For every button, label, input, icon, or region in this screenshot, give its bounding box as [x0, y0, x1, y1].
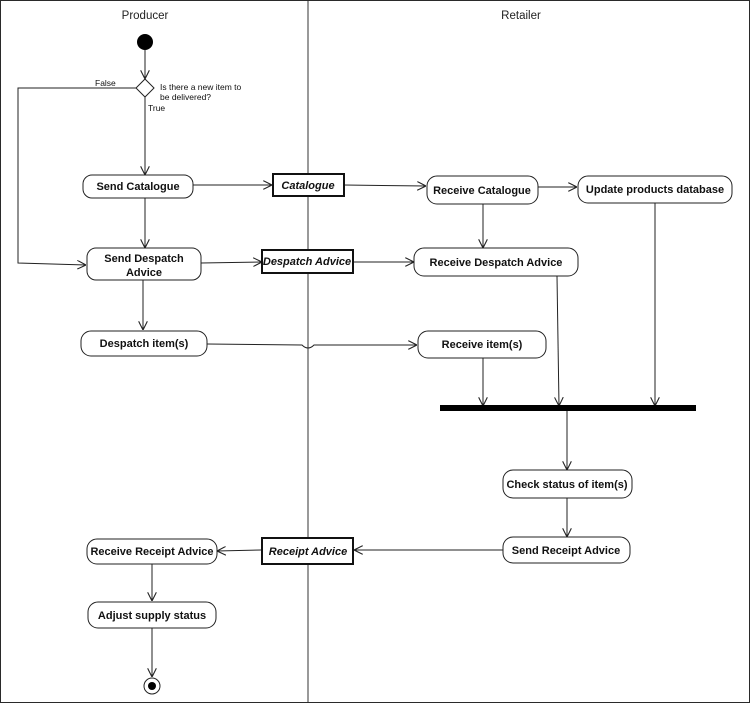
activity-receive-despatch-label: Receive Despatch Advice [430, 257, 563, 269]
activity-update-products-database [577, 175, 733, 204]
activity-receive-items-label: Receive item(s) [442, 339, 523, 351]
sync-bar [440, 405, 696, 411]
decision-node [135, 78, 155, 98]
object-catalogue-label: Catalogue [281, 180, 334, 192]
lane-retailer-label: Retailer [501, 10, 541, 22]
flow-receive-despatch-to-bar [557, 275, 559, 406]
activity-receive-receipt-label: Receive Receipt Advice [90, 546, 213, 558]
decision-false-label: False [95, 78, 116, 88]
activity-send-receipt-advice [502, 536, 631, 564]
activity-receive-catalogue [426, 175, 539, 205]
activity-send-despatch-label-line1: Send Despatch [104, 253, 184, 265]
flow-despatch-to-object [200, 262, 262, 263]
activity-send-receipt-label: Send Receipt Advice [512, 545, 620, 557]
object-despatch-advice [261, 249, 354, 274]
activity-check-status [502, 469, 633, 499]
activity-send-catalogue [82, 174, 194, 199]
activity-send-despatch-advice [86, 247, 202, 281]
activity-check-status-label: Check status of item(s) [506, 479, 627, 491]
initial-node [137, 34, 153, 50]
flow-despatch-items-to-receive [206, 344, 417, 348]
activity-send-despatch-label-line2: Advice [126, 267, 162, 279]
flow-object-to-receive-receipt [217, 550, 262, 551]
activity-despatch-items-label: Despatch item(s) [100, 338, 189, 350]
object-receipt-advice [261, 537, 354, 565]
activity-update-products-label: Update products database [586, 184, 724, 196]
decision-true-label: True [148, 103, 165, 113]
activity-despatch-items [80, 330, 208, 357]
activity-adjust-supply-label: Adjust supply status [98, 610, 206, 622]
flow-decision-false [17, 87, 136, 265]
activity-receive-despatch-advice [413, 247, 579, 277]
activity-receive-catalogue-label: Receive Catalogue [433, 185, 531, 197]
object-catalogue [272, 173, 345, 197]
final-node-inner [148, 682, 156, 690]
decision-question-line2: be delivered? [160, 92, 211, 102]
activity-adjust-supply-status [87, 601, 217, 629]
activity-receive-items [417, 330, 547, 359]
object-receipt-advice-label: Receipt Advice [269, 546, 347, 558]
decision-question-line1: Is there a new item to [160, 82, 242, 92]
lane-producer-label: Producer [122, 10, 169, 22]
object-despatch-advice-label: Despatch Advice [263, 256, 351, 268]
flow-object-to-receive-catalogue [343, 185, 426, 186]
activity-send-catalogue-label: Send Catalogue [96, 181, 179, 193]
activity-receive-receipt-advice [86, 538, 218, 565]
